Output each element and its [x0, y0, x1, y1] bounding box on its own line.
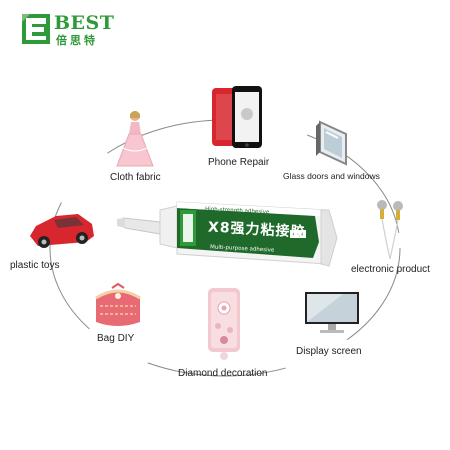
label-glass-doors: Glass doors and windows	[283, 171, 380, 181]
bag-icon	[95, 282, 141, 326]
label-phone-repair: Phone Repair	[208, 157, 270, 168]
toy-car-icon	[30, 214, 94, 248]
brand-logo-mark	[22, 14, 50, 44]
phone-icon	[212, 86, 262, 148]
decorated-phone-icon	[208, 288, 240, 360]
label-bag-diy: Bag DIY	[97, 333, 135, 344]
label-cloth-fabric: Cloth fabric	[110, 172, 161, 183]
label-plastic-toys: plastic toys	[10, 260, 60, 271]
label-electronic-product: electronic product	[351, 264, 430, 275]
glass-window-icon	[316, 120, 347, 166]
monitor-icon	[305, 292, 359, 333]
label-diamond-decoration: Diamond decoration	[178, 368, 268, 379]
brand-chinese: 倍思特	[56, 34, 98, 47]
glue-tube: 8 ml	[117, 201, 338, 267]
svg-text:8 ml: 8 ml	[292, 233, 303, 239]
label-display-screen: Display screen	[296, 346, 362, 357]
earphones-icon	[377, 200, 403, 260]
brand-name: BEST	[54, 12, 115, 34]
doll-icon	[116, 111, 154, 167]
